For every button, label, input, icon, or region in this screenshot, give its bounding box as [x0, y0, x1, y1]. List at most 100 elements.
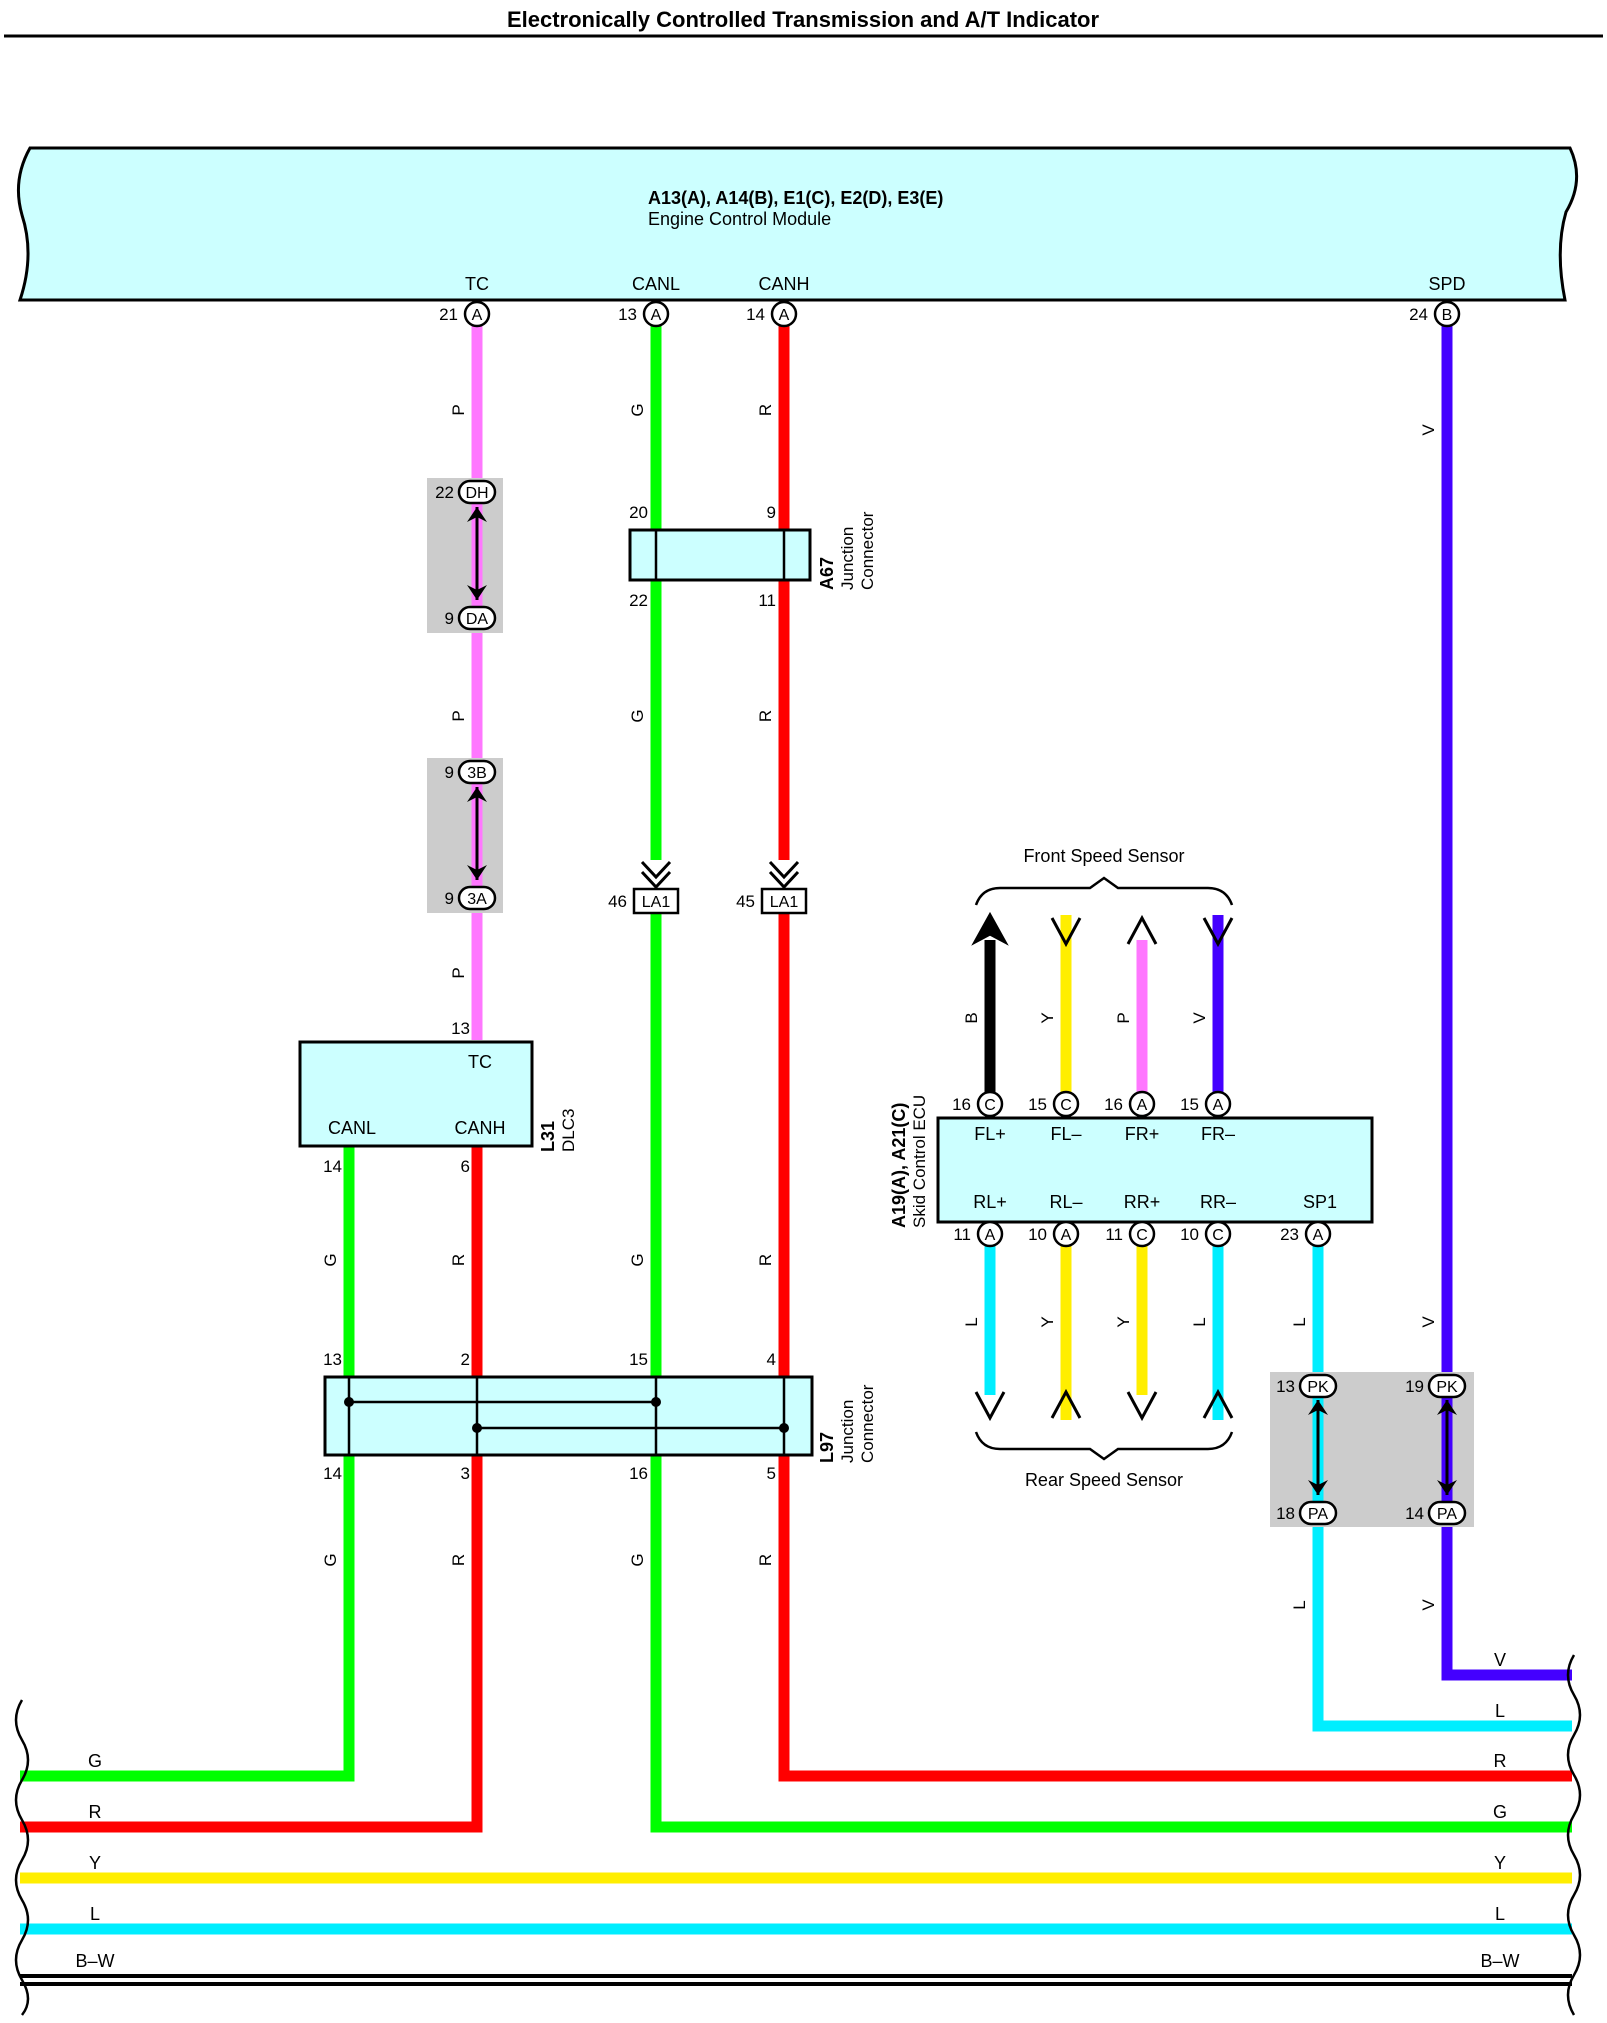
ecm-pin-label-tc: TC	[465, 274, 489, 294]
wire-label: L	[1190, 1317, 1209, 1326]
l97-name2: Connector	[858, 1384, 877, 1463]
fr-plus-arrow	[1126, 914, 1158, 945]
inline-pin-top-num: 22	[435, 483, 454, 502]
inline-arrow-bottom	[467, 585, 487, 600]
a67-pin-9: 9	[767, 503, 776, 522]
ecm-pin-spd	[1433, 300, 1461, 328]
bus-label-left: Y	[89, 1853, 101, 1873]
ecm-pin-num-canh: 14	[746, 305, 765, 324]
wire-dlc3-canl	[20, 1140, 355, 1782]
dlc3-code: L31	[538, 1121, 558, 1152]
fl-minus-arrow	[1050, 917, 1082, 948]
a67-pin-20: 20	[629, 503, 648, 522]
rr-plus-arrow	[1126, 1391, 1158, 1422]
la1-num: 46	[608, 892, 627, 911]
inline-pin-top-num: 13	[1276, 1377, 1295, 1396]
a67-code: A67	[817, 557, 837, 590]
a67-pin-22: 22	[629, 591, 648, 610]
l97-pin-bottom: 16	[629, 1464, 648, 1483]
inline-pin-top-code: PK	[1436, 1379, 1458, 1396]
inline-pin-bottom	[1427, 1500, 1467, 1526]
wire-label: G	[628, 1253, 647, 1266]
wire-label: L	[962, 1317, 981, 1326]
l97-pin-top: 15	[629, 1350, 648, 1369]
skid-bottom-pin	[1204, 1220, 1232, 1248]
l97-pin-top: 2	[461, 1350, 470, 1369]
bus-label-right: V	[1494, 1650, 1506, 1670]
skid-name: Skid Control ECU	[910, 1095, 929, 1228]
wire-label: G	[628, 1553, 647, 1566]
l97-code: L97	[817, 1432, 837, 1463]
la1-connector-canh: LA1 45	[736, 860, 808, 915]
la1-chevron	[768, 860, 800, 890]
skid-bottom-num: 11	[953, 1225, 971, 1244]
l97-pin-bottom: 14	[323, 1464, 342, 1483]
ecm-pin-num-canl: 13	[618, 305, 637, 324]
skid-bottom-pin	[1304, 1220, 1332, 1248]
wire-label: R	[756, 1254, 775, 1266]
skid-bottom-conn: C	[1136, 1227, 1148, 1244]
skid-codes: A19(A), A21(C)	[889, 1103, 909, 1228]
wire-canl-green-2	[650, 908, 1572, 1833]
bus-label-right: B–W	[1480, 1951, 1519, 1971]
skid-top-pin	[976, 1090, 1004, 1118]
skid-bottom-conn: C	[1212, 1227, 1224, 1244]
ecm-pin-label-canh: CANH	[758, 274, 809, 294]
a67-junction-connector: 20 9 22 11 A67 Junction Connector	[628, 503, 877, 610]
la1-box	[760, 887, 808, 915]
bus-label-left: R	[89, 1802, 102, 1822]
ecm-pins: 21 A 13 A 14 A 24 B	[439, 300, 1461, 328]
wire-label: R	[756, 404, 775, 416]
inline-pin-bottom-num: 18	[1276, 1504, 1295, 1523]
inline-pin-bottom-num: 9	[445, 889, 454, 908]
wire-label: V	[1419, 424, 1438, 436]
wire-label: Y	[1038, 1012, 1057, 1023]
skid-bottom-label: SP1	[1303, 1192, 1337, 1212]
inline-pin-bottom-code: DA	[466, 611, 489, 628]
la1-box	[632, 887, 680, 915]
l97-splice	[779, 1423, 789, 1433]
diagram-title: Electronically Controlled Transmission a…	[507, 7, 1100, 32]
ecm-pin-num-tc: 21	[439, 305, 458, 324]
inline-pin-top-code: PK	[1307, 1379, 1329, 1396]
bus-label-right: G	[1493, 1802, 1507, 1822]
wire-label: L	[1290, 1600, 1309, 1609]
inline-pin-top	[457, 479, 497, 505]
wire-spd-violet	[1441, 325, 1572, 1681]
wire-label: V	[1190, 1012, 1209, 1024]
ecm-pin-tc	[463, 300, 491, 328]
dlc3-pin-canh: 6	[461, 1157, 470, 1176]
inline-pin-bottom-code: 3A	[467, 891, 487, 908]
wire-label: R	[756, 710, 775, 722]
inline-arrow-bottom	[1308, 1480, 1328, 1495]
dlc3-label-canh: CANH	[454, 1118, 505, 1138]
ecm-pin-conn-canh: A	[779, 307, 790, 324]
ecm-box	[16, 146, 1579, 302]
inline-connector-3b-3a: 3B 9 3A 9	[427, 758, 503, 913]
l97-pin-top: 13	[323, 1350, 342, 1369]
skid-bottom-conn: A	[1313, 1227, 1324, 1244]
inline-pin-top-code: 3B	[467, 765, 487, 782]
wire-label: L	[1290, 1317, 1309, 1326]
fl-plus-arrow	[971, 911, 1009, 946]
l97-splice	[651, 1397, 661, 1407]
inline-pin-bottom-num: 9	[445, 609, 454, 628]
la1-chevron	[640, 860, 672, 890]
wire-label: P	[449, 967, 468, 978]
skid-top-pin	[1128, 1090, 1156, 1118]
inline-arrow-bottom	[467, 865, 487, 880]
skid-bottom-num: 23	[1280, 1225, 1299, 1244]
wire-canh-red-2	[778, 908, 1572, 1782]
skid-bottom-label: RR–	[1200, 1192, 1236, 1212]
ecm-pin-num-spd: 24	[1409, 305, 1428, 324]
inline-arrow-top	[1437, 1400, 1457, 1415]
bus-label-left: L	[90, 1904, 100, 1924]
rear-sensor-brace	[974, 1431, 1234, 1461]
dlc3-label-tc: TC	[468, 1052, 492, 1072]
wire-label: P	[1114, 1012, 1133, 1023]
a67-box	[628, 528, 812, 582]
rear-sensor-label: Rear Speed Sensor	[1025, 1470, 1183, 1490]
skid-bottom-conn: A	[1061, 1227, 1072, 1244]
wire-label: P	[449, 710, 468, 721]
